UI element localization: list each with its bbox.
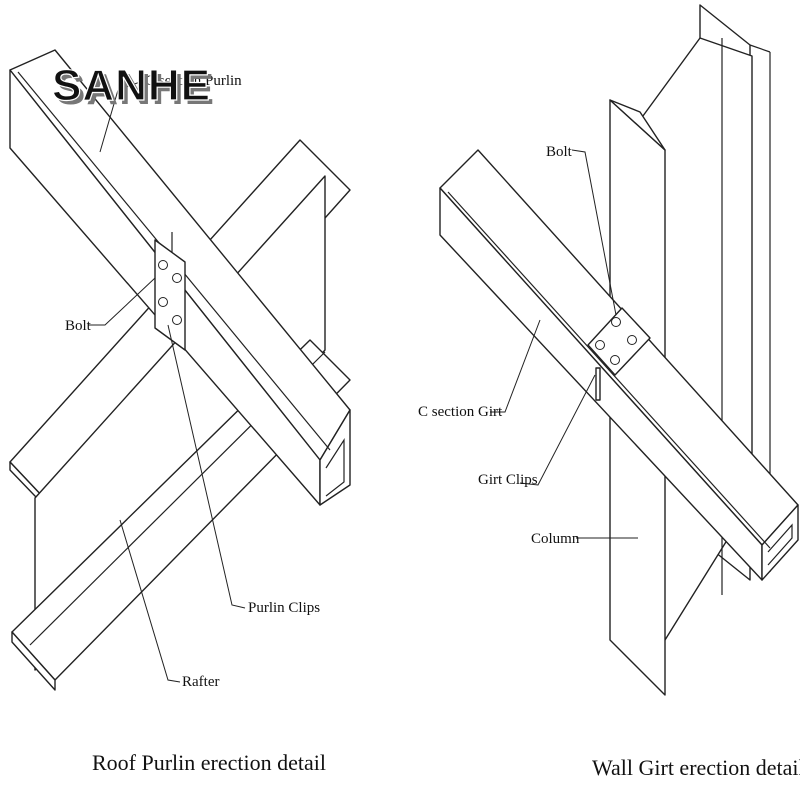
sanhe-logo: SANHE SANHE	[51, 60, 215, 114]
bolt-icon	[172, 273, 182, 283]
bolt-icon	[158, 260, 168, 270]
bolt-icon	[172, 315, 182, 325]
purlin-clip	[154, 232, 186, 351]
bolt-icon	[611, 317, 621, 327]
roof-caption: Roof Purlin erection detail	[92, 750, 326, 775]
wall-caption: Wall Girt erection detail	[592, 755, 800, 780]
roof-purlin-detail: C section Purlin Bolt Purlin Clips Rafte…	[9, 49, 351, 775]
roof-bolt-label: Bolt	[65, 318, 92, 334]
wall-bolt-label: Bolt	[546, 144, 573, 160]
bolt-icon	[158, 297, 168, 307]
column-label: Column	[531, 531, 580, 547]
svg-text:SANHE: SANHE	[56, 65, 215, 114]
girt-clip	[587, 307, 651, 401]
girt-label: C section Girt	[418, 404, 503, 420]
rafter-label: Rafter	[182, 674, 219, 690]
bolt-icon	[595, 340, 605, 350]
bolt-icon	[610, 355, 620, 365]
wall-girt-detail: Bolt C section Girt Girt Clips Column Wa…	[418, 4, 800, 780]
purlin-label: C section Purlin	[145, 73, 242, 89]
bolt-icon	[627, 335, 637, 345]
girt-clips-label: Girt Clips	[478, 472, 538, 488]
svg-text:SANHE: SANHE	[52, 61, 211, 110]
purlin-clips-label: Purlin Clips	[248, 600, 320, 616]
